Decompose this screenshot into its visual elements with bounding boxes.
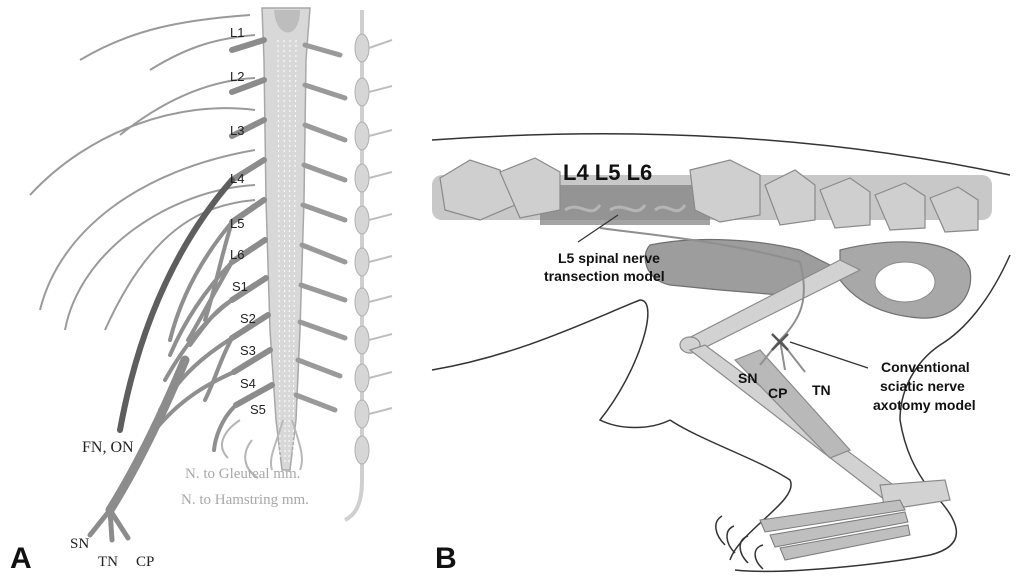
hamstring-label: N. to Hamstring mm. bbox=[181, 492, 309, 508]
vertebral-label: S4 bbox=[240, 376, 256, 391]
gluteal-label: N. to Gleuteal mm. bbox=[185, 466, 300, 482]
panel-b-letter: B bbox=[435, 542, 457, 575]
vertebral-label: L2 bbox=[230, 69, 244, 84]
panel-a-letter: A bbox=[10, 542, 32, 575]
axotomy-mark bbox=[772, 334, 788, 350]
claws bbox=[716, 516, 763, 569]
vertebral-label: L5 bbox=[230, 216, 244, 231]
vertebral-label: S3 bbox=[240, 343, 256, 358]
model1-line2: transection model bbox=[544, 268, 665, 284]
sympathetic-chain bbox=[345, 10, 392, 520]
vertebral-label: L6 bbox=[230, 247, 244, 262]
vertebral-label: L1 bbox=[230, 25, 244, 40]
tn-label-b: TN bbox=[812, 382, 831, 398]
panel-a-diagram: L1 L2 L3 L4 L5 L6 S1 S2 S3 S4 S5 FN, ON … bbox=[10, 8, 392, 575]
tn-label-a: TN bbox=[98, 554, 118, 570]
vertebral-label: S5 bbox=[250, 402, 266, 417]
panel-b-diagram: L4 L5 L6 L5 spinal nerve transection mod… bbox=[432, 134, 1010, 575]
model2-line2: sciatic nerve bbox=[880, 378, 965, 394]
leader-lines bbox=[578, 215, 868, 368]
model1-line1: L5 spinal nerve bbox=[558, 250, 660, 266]
femoral-obturator-nerve bbox=[120, 180, 232, 430]
vertebral-label: S2 bbox=[240, 311, 256, 326]
vertebral-label: S1 bbox=[232, 279, 248, 294]
vertebral-column bbox=[432, 158, 992, 232]
belly-outline bbox=[432, 300, 670, 428]
fn-on-label: FN, ON bbox=[82, 439, 134, 456]
plexus bbox=[155, 222, 236, 450]
sn-label-b: SN bbox=[738, 370, 757, 386]
model2-line1: Conventional bbox=[881, 359, 970, 375]
spinal-cord bbox=[262, 8, 310, 470]
sn-label-a: SN bbox=[70, 536, 89, 552]
vertebral-label: L4 bbox=[230, 171, 244, 186]
model2-line3: axotomy model bbox=[873, 397, 976, 413]
paw-bones bbox=[760, 500, 910, 560]
cp-label-a: CP bbox=[136, 554, 154, 570]
vertebrae-title: L4 L5 L6 bbox=[563, 160, 652, 185]
vertebral-label: L3 bbox=[230, 123, 244, 138]
cp-label-b: CP bbox=[768, 385, 787, 401]
